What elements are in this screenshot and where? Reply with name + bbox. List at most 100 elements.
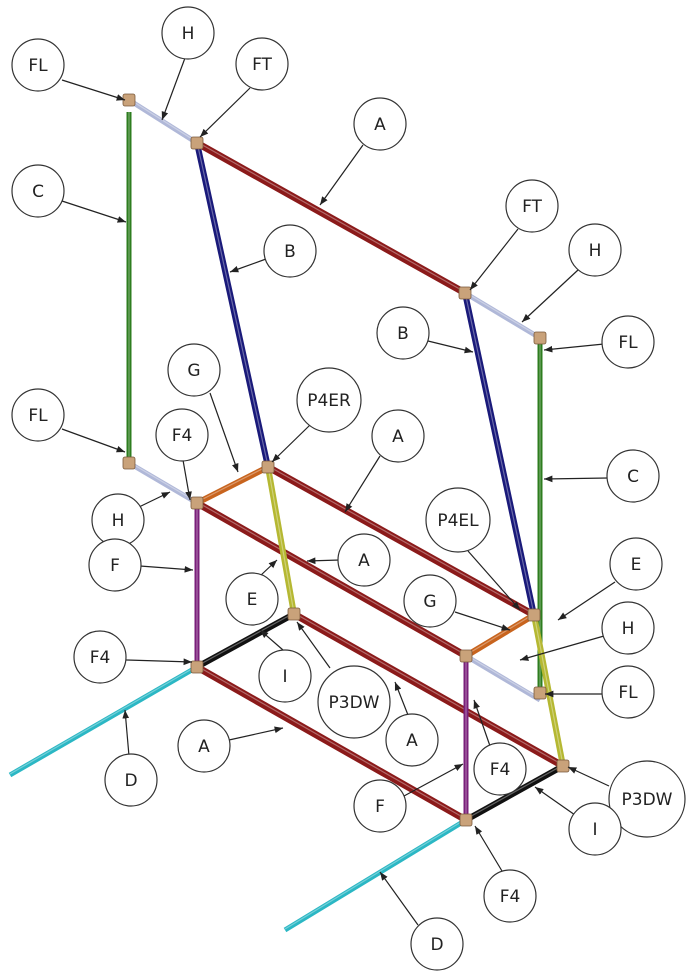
callout-label: B: [397, 324, 409, 344]
callout-b-1: B: [263, 224, 317, 278]
callout-circle: [353, 97, 407, 151]
callout-label: A: [406, 731, 418, 751]
callout-circle: [473, 742, 527, 796]
callout-c-1: C: [11, 164, 65, 218]
leader-arrow: [61, 200, 127, 223]
callout-f-1: F: [88, 538, 142, 592]
tube-highlight: [284, 818, 467, 930]
callout-fl-2: FL: [601, 315, 655, 369]
callout-label: F4: [90, 648, 111, 668]
callout-f4-4: F4: [483, 869, 537, 923]
joint-fitting: [556, 759, 570, 773]
leader-arrow: [122, 709, 130, 757]
callout-label: P3DW: [622, 790, 673, 810]
callout-label: F4: [490, 760, 511, 780]
callout-circle: [410, 917, 464, 971]
leader-arrow: [161, 57, 186, 121]
callout-e-1: E: [225, 572, 279, 626]
leader-arrow: [199, 87, 251, 138]
leader-arrow: [557, 581, 616, 621]
callout-circle: [353, 779, 407, 833]
leader-arrow: [61, 428, 126, 453]
callout-h-2: H: [568, 223, 622, 277]
callout-a-5: A: [385, 713, 439, 767]
joint-fittings: [122, 93, 570, 827]
callout-a-2: A: [371, 409, 425, 463]
callout-circle: [337, 533, 391, 587]
tube-highlight: [196, 465, 269, 503]
callout-circle: [73, 630, 127, 684]
callout-label: A: [392, 427, 404, 447]
tube-e: [265, 466, 297, 615]
callout-label: H: [112, 511, 125, 531]
tube-a: [195, 139, 467, 297]
callout-e-2: E: [609, 537, 663, 591]
tube-highlight: [267, 465, 535, 615]
leader-arrow: [259, 629, 284, 651]
callout-f-2: F: [353, 779, 407, 833]
leader-arrow: [394, 681, 409, 716]
tube-a: [292, 610, 565, 770]
callout-circle: [11, 38, 65, 92]
callout-circle: [601, 601, 655, 655]
tube-a: [195, 663, 468, 824]
leader-arrow: [259, 559, 278, 577]
callout-a-1: A: [353, 97, 407, 151]
tube-highlight: [9, 665, 198, 775]
leader-arrow: [454, 611, 511, 631]
callout-ft-2: FT: [505, 179, 559, 233]
leader-arrow: [521, 269, 579, 323]
callout-circle: [11, 164, 65, 218]
tube-highlight: [293, 612, 564, 766]
tube-highlight: [196, 141, 466, 293]
callout-label: C: [627, 467, 639, 487]
callout-p3dw-1: P3DW: [317, 665, 391, 739]
callout-label: I: [592, 820, 597, 840]
callout-c-2: C: [606, 449, 660, 503]
callout-d-2: D: [410, 917, 464, 971]
leader-arrow: [139, 565, 194, 573]
callout-circle: [385, 713, 439, 767]
callout-p3dw-2: P3DW: [608, 760, 686, 838]
tube-h: [463, 290, 542, 341]
callout-label: H: [589, 241, 602, 261]
tube-highlight: [533, 613, 564, 766]
callout-circle: [425, 487, 491, 553]
callout-label: F: [375, 797, 385, 817]
callout-label: H: [182, 24, 195, 44]
tube-b: [194, 142, 271, 468]
callout-i-2: I: [568, 802, 622, 856]
tube-h: [127, 97, 199, 146]
callout-p4er: P4ER: [296, 367, 362, 433]
tube-highlight: [267, 465, 295, 614]
tube-e: [531, 614, 566, 767]
callout-label: FT: [252, 55, 272, 75]
tube-a: [266, 463, 536, 619]
callout-circle: [296, 367, 362, 433]
callout-circle: [568, 223, 622, 277]
callout-circle: [317, 665, 391, 739]
joint-fitting: [190, 660, 204, 674]
callout-circle: [235, 37, 289, 91]
tube-g: [464, 612, 536, 659]
leader-arrow: [229, 258, 267, 273]
callout-label: D: [430, 935, 443, 955]
leader-arrow: [469, 228, 519, 291]
callout-f4-1: F4: [155, 408, 209, 462]
joint-fitting: [459, 649, 473, 663]
leader-arrow: [319, 144, 364, 206]
joint-fitting: [527, 608, 541, 622]
callout-label: G: [187, 361, 200, 381]
tube-highlight: [128, 98, 198, 143]
callout-label: FL: [28, 56, 48, 76]
leader-arrow: [473, 699, 491, 747]
leader-arrow: [467, 550, 521, 611]
callout-label: FT: [522, 197, 542, 217]
tube-highlight: [196, 501, 467, 656]
callout-circle: [505, 179, 559, 233]
callout-h-3: H: [91, 493, 145, 547]
callout-circle: [403, 574, 457, 628]
callout-circle: [167, 343, 221, 397]
leader-arrow: [344, 455, 381, 513]
